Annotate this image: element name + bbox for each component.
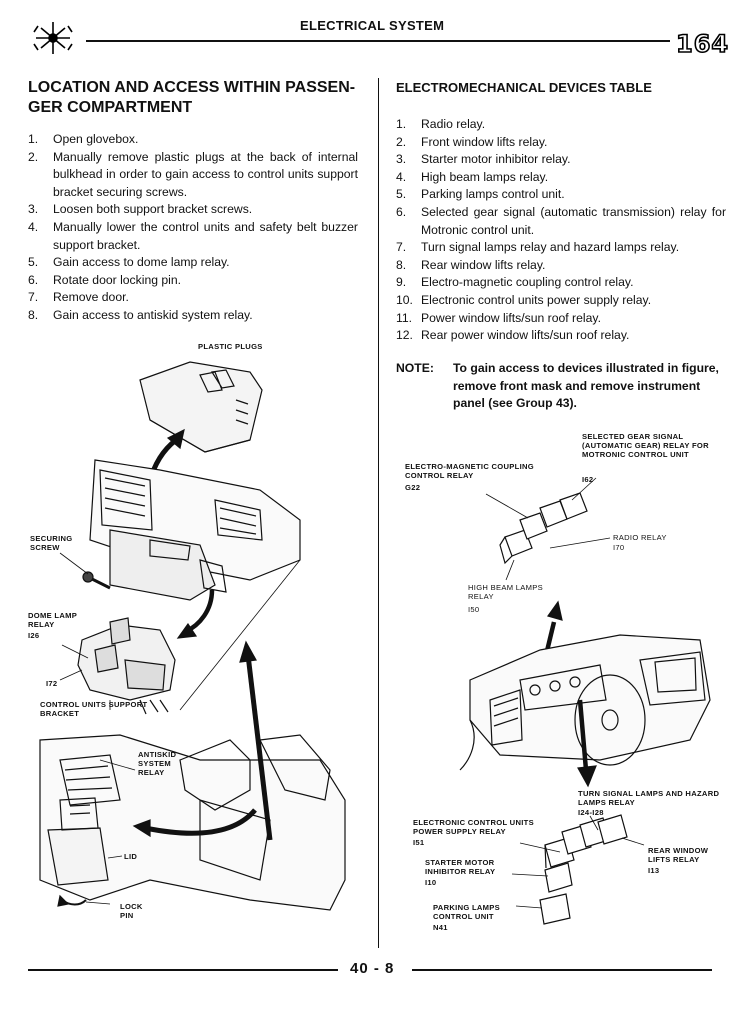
list-item: 1.Open glovebox. <box>28 132 139 146</box>
lock-pin-label: LOCK PIN <box>120 902 143 920</box>
list-item: 4.High beam lamps relay. <box>396 169 549 184</box>
devices-table: 1.Radio relay. 2.Front window lifts rela… <box>396 116 726 345</box>
rear-window-label: REAR WINDOW LIFTS RELAY <box>648 846 709 864</box>
list-item: 4.Manually lower the control units and s… <box>28 219 358 252</box>
starter-inhibitor-code: I10 <box>425 878 437 887</box>
list-item: 5.Parking lamps control unit. <box>396 187 565 202</box>
radio-relay-label: RADIO RELAY <box>613 533 667 542</box>
i72-label: I72 <box>46 679 58 688</box>
note-block: NOTE: To gain access to devices illustra… <box>396 360 726 413</box>
rear-window-code: I13 <box>648 866 660 875</box>
logo-graphic <box>33 22 73 54</box>
page-header-title: ELECTRICAL SYSTEM <box>300 18 445 33</box>
control-units-bracket-label: CONTROL UNITS SUPPORT BRACKET <box>40 700 148 718</box>
note-text: To gain access to devices illustrated in… <box>453 361 719 411</box>
parking-lamps-label: PARKING LAMPS CONTROL UNIT <box>433 903 501 921</box>
list-item: 8.Rear window lifts relay. <box>396 257 546 272</box>
high-beam-code: I50 <box>468 605 480 614</box>
radio-relay-code: I70 <box>613 543 625 552</box>
list-item: 2.Front window lifts relay. <box>396 134 548 149</box>
footer-rule-left <box>28 969 338 971</box>
note-label: NOTE: <box>396 361 434 375</box>
column-divider <box>378 78 379 948</box>
lid-label: LID <box>124 852 138 861</box>
list-item: 2.Manually remove plastic plugs at the b… <box>28 149 358 199</box>
turn-signal-code: I24-I28 <box>578 808 604 817</box>
list-item: 3.Starter motor inhibitor relay. <box>396 152 571 167</box>
list-item: 11.Power window lifts/sun roof relay. <box>396 310 601 325</box>
list-item: 6.Selected gear signal (automatic transm… <box>396 204 726 237</box>
ecu-power-code: I51 <box>413 838 425 847</box>
procedure-steps: 1.Open glovebox. 2.Manually remove plast… <box>28 131 358 325</box>
list-item: 9.Electro-magnetic coupling control rela… <box>396 275 634 290</box>
em-coupling-label: ELECTRO-MAGNETIC COUPLING CONTROL RELAY <box>405 462 534 480</box>
list-item: 6.Rotate door locking pin. <box>28 272 182 287</box>
antiskid-relay-label: ANTISKID SYSTEM RELAY <box>138 750 177 777</box>
list-item: 7.Remove door. <box>28 290 129 305</box>
selected-gear-code: I62 <box>582 475 594 484</box>
dome-lamp-relay-code: I26 <box>28 631 40 640</box>
logo-icon <box>26 18 80 58</box>
list-item: 8.Gain access to antiskid system relay. <box>28 307 253 322</box>
high-beam-label: HIGH BEAM LAMPS RELAY <box>468 583 543 601</box>
dome-lamp-relay-label: DOME LAMP RELAY <box>28 611 77 629</box>
list-item: 3.Loosen both support bracket screws. <box>28 202 253 217</box>
page-number: 40 - 8 <box>350 960 395 977</box>
starter-inhibitor-label: STARTER MOTOR INHIBITOR RELAY <box>425 858 496 876</box>
ecu-power-label: ELECTRONIC CONTROL UNITS POWER SUPPLY RE… <box>413 818 534 836</box>
list-item: 1.Radio relay. <box>396 117 486 131</box>
right-section-heading: ELECTROMECHANICAL DEVICES TABLE <box>396 80 652 95</box>
em-coupling-code: G22 <box>405 483 421 492</box>
securing-screw-label: SECURING SCREW <box>30 534 73 552</box>
list-item: 12.Rear power window lifts/sun roof rela… <box>396 328 630 343</box>
list-item: 10.Electronic control units power supply… <box>396 292 652 307</box>
list-item: 7.Turn signal lamps relay and hazard lam… <box>396 240 680 255</box>
list-item: 5.Gain access to dome lamp relay. <box>28 255 230 270</box>
page-code: 164 <box>675 29 730 59</box>
header-rule <box>86 40 670 42</box>
plastic-plugs-label: PLASTIC PLUGS <box>198 342 263 351</box>
parking-lamps-code: N41 <box>433 923 448 932</box>
selected-gear-label: SELECTED GEAR SIGNAL (AUTOMATIC GEAR) RE… <box>582 432 709 459</box>
turn-signal-label: TURN SIGNAL LAMPS AND HAZARD LAMPS RELAY <box>578 789 720 807</box>
footer-rule-right <box>412 969 712 971</box>
left-section-heading: LOCATION AND ACCESS WITHIN PASSEN-GER CO… <box>28 79 356 116</box>
